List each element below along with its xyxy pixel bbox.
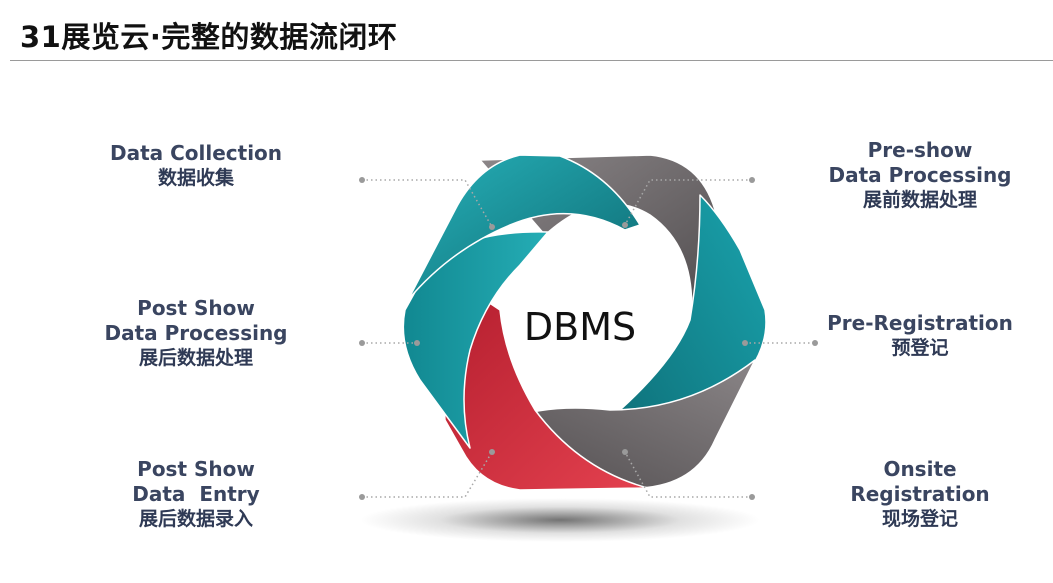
connector-dots bbox=[359, 177, 818, 500]
dot-right-3 bbox=[749, 494, 755, 500]
dot-left-2-end bbox=[414, 340, 420, 346]
dot-right-1-end bbox=[622, 222, 628, 228]
ribbon-red bbox=[443, 299, 649, 491]
stage-cn: 展后数据处理 bbox=[138, 347, 253, 369]
stage-en: Pre-show Data Processing bbox=[828, 138, 1012, 187]
stage-label-data-collection: Data Collection 数据收集 bbox=[76, 141, 316, 191]
stage-en: Data Collection bbox=[109, 141, 283, 165]
dot-left-3 bbox=[359, 494, 365, 500]
stage-en: Pre-Registration bbox=[827, 311, 1013, 335]
dot-right-2-end bbox=[742, 340, 748, 346]
ribbon-teal-top bbox=[407, 154, 641, 301]
floor-shadow bbox=[360, 498, 760, 542]
dot-right-1 bbox=[749, 177, 755, 183]
stage-label-onsite-registration: Onsite Registration 现场登记 bbox=[800, 457, 1040, 532]
dot-right-3-end bbox=[622, 449, 628, 455]
dot-left-1-end bbox=[489, 224, 495, 230]
connector-pre-show-processing bbox=[624, 179, 752, 226]
dot-right-2 bbox=[812, 340, 818, 346]
stage-cn: 展前数据处理 bbox=[862, 189, 977, 211]
stage-en: Onsite Registration bbox=[850, 457, 990, 506]
connectors bbox=[362, 179, 815, 498]
dbms-ring bbox=[402, 154, 767, 491]
stage-en: Post Show Data Entry bbox=[132, 457, 260, 506]
stage-en: Post Show Data Processing bbox=[104, 296, 288, 345]
connector-onsite-registration bbox=[624, 451, 752, 498]
stage-label-pre-show-processing: Pre-show Data Processing 展前数据处理 bbox=[800, 138, 1040, 213]
title-divider bbox=[10, 60, 1053, 61]
ribbon-teal-left bbox=[402, 231, 549, 449]
stage-cn: 预登记 bbox=[891, 337, 949, 359]
page-title: 31展览云·完整的数据流闭环 bbox=[20, 20, 398, 54]
stage-label-pre-registration: Pre-Registration 预登记 bbox=[800, 311, 1040, 361]
stage-cn: 现场登记 bbox=[881, 508, 958, 530]
stage-cn: 展后数据录入 bbox=[138, 508, 253, 530]
dot-left-2 bbox=[359, 340, 365, 346]
dot-left-3-end bbox=[489, 449, 495, 455]
dbms-label: DBMS bbox=[524, 305, 636, 349]
stage-label-post-show-entry: Post Show Data Entry 展后数据录入 bbox=[76, 457, 316, 532]
stage-label-post-show-processing: Post Show Data Processing 展后数据处理 bbox=[76, 296, 316, 371]
dot-left-1 bbox=[359, 177, 365, 183]
stage-cn: 数据收集 bbox=[157, 167, 234, 189]
